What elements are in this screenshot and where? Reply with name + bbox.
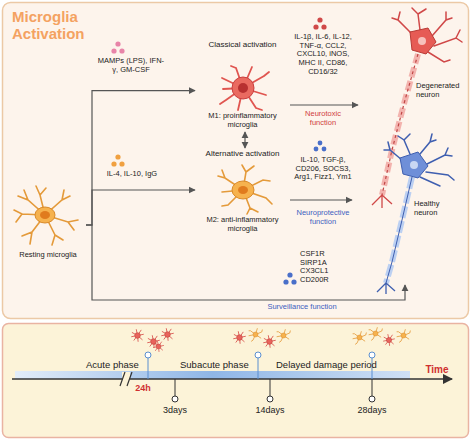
note-label: Surveillance function <box>262 303 342 312</box>
note-label: Subacute phase <box>180 360 258 371</box>
note-label: Delayed damage period <box>276 360 398 371</box>
note-label: Time <box>420 364 454 376</box>
edge-label: IL-10, TGF-β, CD206, SOCS3, Arg1, Fizz1,… <box>293 156 353 182</box>
m1-microglia: Classical activationM1: proinflammatory … <box>195 40 290 132</box>
note-label: 28days <box>353 405 391 415</box>
degenerated-neuron: Degenerated neuron <box>358 12 466 140</box>
edge-label: CSF1R SIRP1A CX3CL1 CD200R <box>300 250 340 285</box>
note-label: Neuroprotective function <box>292 209 354 226</box>
note-label: 14days <box>251 405 289 415</box>
resting-microglia: Resting microglia <box>10 183 86 265</box>
connector-arrow <box>86 225 405 300</box>
connector-arrow <box>290 199 352 200</box>
m2-microglia: Alternative activationM2: anti-inflammat… <box>195 148 290 238</box>
edge-label: IL-1β, IL-6, IL-12, TNF-α, CCL2, CXCL10,… <box>293 33 353 76</box>
connector-arrow <box>290 104 358 105</box>
connector-arrow <box>244 132 245 148</box>
edge-label: IL-4, IL-10, IgG <box>96 170 168 179</box>
healthy-neuron: Healthy neuron <box>352 145 466 285</box>
node-label: Classical activation <box>195 40 290 49</box>
edge-label: MAMPs (LPS), IFN-γ, GM-CSF <box>96 57 166 74</box>
connector-arrow <box>86 91 195 225</box>
note-label: Neurotoxic function <box>292 110 354 127</box>
note-label: Acute phase <box>86 360 148 371</box>
node-label: Alternative activation <box>195 149 290 158</box>
node-label: Healthy neuron <box>414 200 462 217</box>
note-label: 24h <box>128 383 158 393</box>
node-label: Degenerated neuron <box>416 82 464 99</box>
node-label: M1: proinflammatory microglia <box>195 112 290 129</box>
node-label: Resting microglia <box>10 251 86 260</box>
connector-arrow <box>86 190 195 225</box>
node-label: M2: anti-inflammatory microglia <box>195 216 290 233</box>
note-label: 3days <box>158 405 192 415</box>
diagram-title: Microglia Activation <box>12 8 102 43</box>
